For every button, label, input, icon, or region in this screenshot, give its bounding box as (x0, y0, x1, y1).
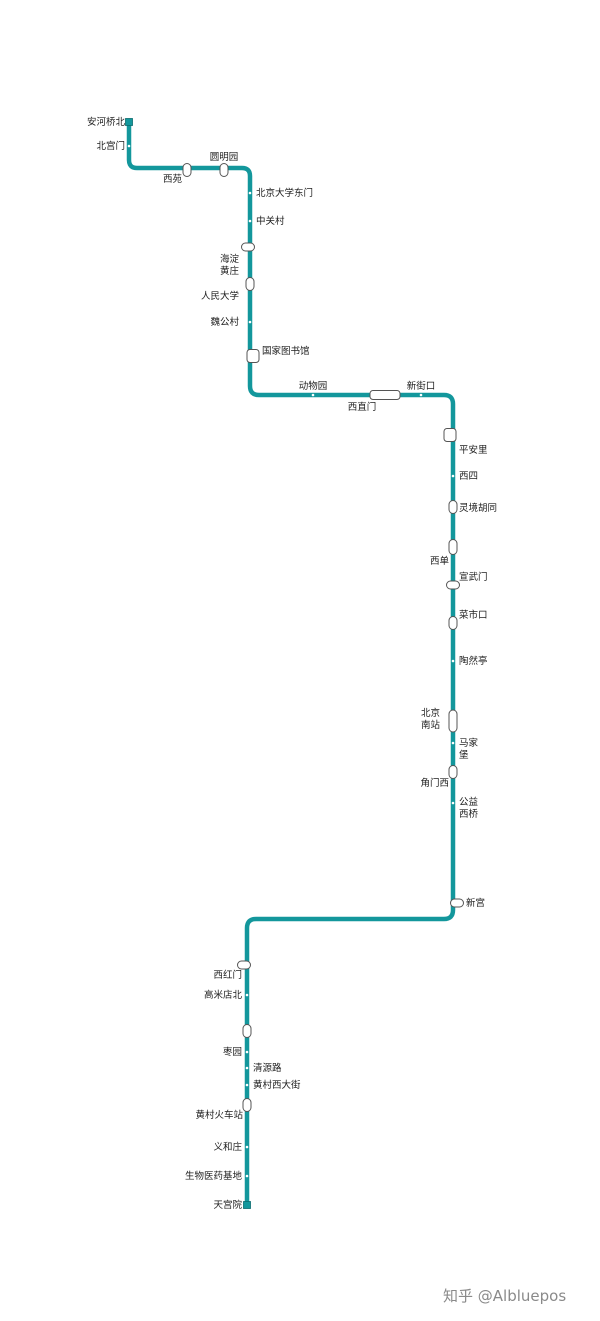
station-marker-huangcun-huochezhan (242, 1098, 252, 1112)
station-label-tiangongyuan: 天宫院 (213, 1199, 242, 1211)
station-marker-zhongguancun (248, 219, 252, 223)
station-label-jiaomenxi: 角门西 (420, 777, 449, 789)
station-marker-yuanmingyuan (219, 163, 229, 177)
line-route (126, 119, 456, 1208)
station-marker-caishikou (448, 616, 458, 630)
station-label-yihezhuang: 义和庄 (213, 1141, 242, 1153)
station-label-shengwu-yiyao-jidi: 生物医药基地 (185, 1170, 243, 1182)
station-label-taoranting: 陶然亭 (459, 655, 488, 667)
station-label-xizhimen: 西直门 (348, 401, 377, 413)
station-label-weigongcun: 魏公村 (210, 316, 239, 328)
station-label-anheqiaobei: 安河桥北 (87, 116, 126, 128)
station-label-xihongmen: 西红门 (213, 969, 242, 981)
station-label-xinjiekou: 新街口 (407, 380, 436, 392)
station-label-guojia-tushuguan: 国家图书馆 (262, 345, 310, 357)
station-label-gaomidian-bei: 高米店北 (204, 989, 243, 1001)
station-label-xingong: 新宫 (466, 897, 485, 909)
station-marker-shengwu-yiyao-jidi (245, 1174, 249, 1178)
station-marker-yihezhuang (245, 1145, 249, 1149)
station-marker-pinganli (443, 428, 457, 442)
station-label-renmin-daxue: 人民大学 (201, 290, 239, 302)
station-marker-tiangongyuan (243, 1201, 251, 1209)
station-label-dongwuyuan: 动物园 (299, 380, 328, 392)
station-label-gongyi-xiqiao: 公益西桥 (459, 796, 479, 820)
station-label-haidian-huangzhuang: 海淀黄庄 (220, 253, 240, 277)
station-marker-xizhimen (369, 390, 401, 400)
station-marker-xisi (451, 474, 455, 478)
station-marker-gongyi-xiqiao (451, 801, 455, 805)
station-label-xuanwumen: 宣武门 (459, 571, 488, 583)
station-marker-majiabao (451, 741, 455, 745)
station-label-zaoyuan: 枣园 (223, 1047, 242, 1058)
station-marker-xiyuan (182, 163, 192, 177)
station-label-xisi: 西四 (459, 471, 478, 482)
station-marker-anheqiaobei (125, 118, 133, 126)
station-marker-gaomidian-bei (245, 993, 249, 997)
station-label-xidan: 西单 (430, 555, 450, 567)
station-marker-qingyuanlu (245, 1066, 249, 1070)
station-marker-dongwuyuan (311, 393, 315, 397)
station-label-pinganli: 平安里 (459, 444, 488, 456)
station-marker-taoranting (451, 659, 455, 663)
watermark: 知乎 @Albluepos (443, 1287, 566, 1305)
station-label-huangcun-huochezhan: 黄村火车站 (195, 1109, 243, 1121)
station-label-yuanmingyuan: 圆明园 (210, 152, 239, 163)
station-label-qingyuanlu: 清源路 (253, 1062, 282, 1074)
station-label-xiyuan: 西苑 (163, 173, 183, 185)
station-marker-weigongcun (248, 320, 252, 324)
station-marker-beijing-nanzhan (448, 709, 458, 733)
station-marker-zaoyuan (245, 1050, 249, 1054)
station-marker-xuanwumen (446, 580, 460, 590)
station-label-beijing-nanzhan: 北京南站 (421, 707, 441, 731)
station-marker-gaomidian-nan (242, 1024, 252, 1038)
station-label-lingjing-hutong: 灵境胡同 (459, 502, 497, 514)
station-label-caishikou: 菜市口 (459, 609, 488, 621)
station-marker-xihongmen (237, 960, 251, 970)
station-marker-xidan (448, 539, 458, 555)
station-marker-haidian-huangzhuang (241, 242, 255, 252)
station-marker-jiaomenxi (448, 765, 458, 779)
station-label-zhongguancun: 中关村 (256, 215, 285, 227)
station-label-huangcun-xidajie: 黄村西大街 (253, 1079, 301, 1091)
station-marker-guojia-tushuguan (246, 349, 260, 363)
station-marker-renmin-daxue (245, 277, 255, 291)
station-marker-lingjing-hutong (448, 500, 458, 514)
station-marker-xingong (450, 898, 464, 908)
station-label-beigongmen: 北宫门 (96, 140, 125, 152)
station-marker-xinjiekou (419, 393, 423, 397)
station-marker-beigongmen (127, 144, 131, 148)
station-label-beida-dongmen: 北京大学东门 (256, 187, 313, 199)
station-label-majiabao: 马家堡 (459, 737, 479, 761)
station-marker-huangcun-xidajie (245, 1083, 249, 1087)
station-marker-beida-dongmen (248, 191, 252, 195)
